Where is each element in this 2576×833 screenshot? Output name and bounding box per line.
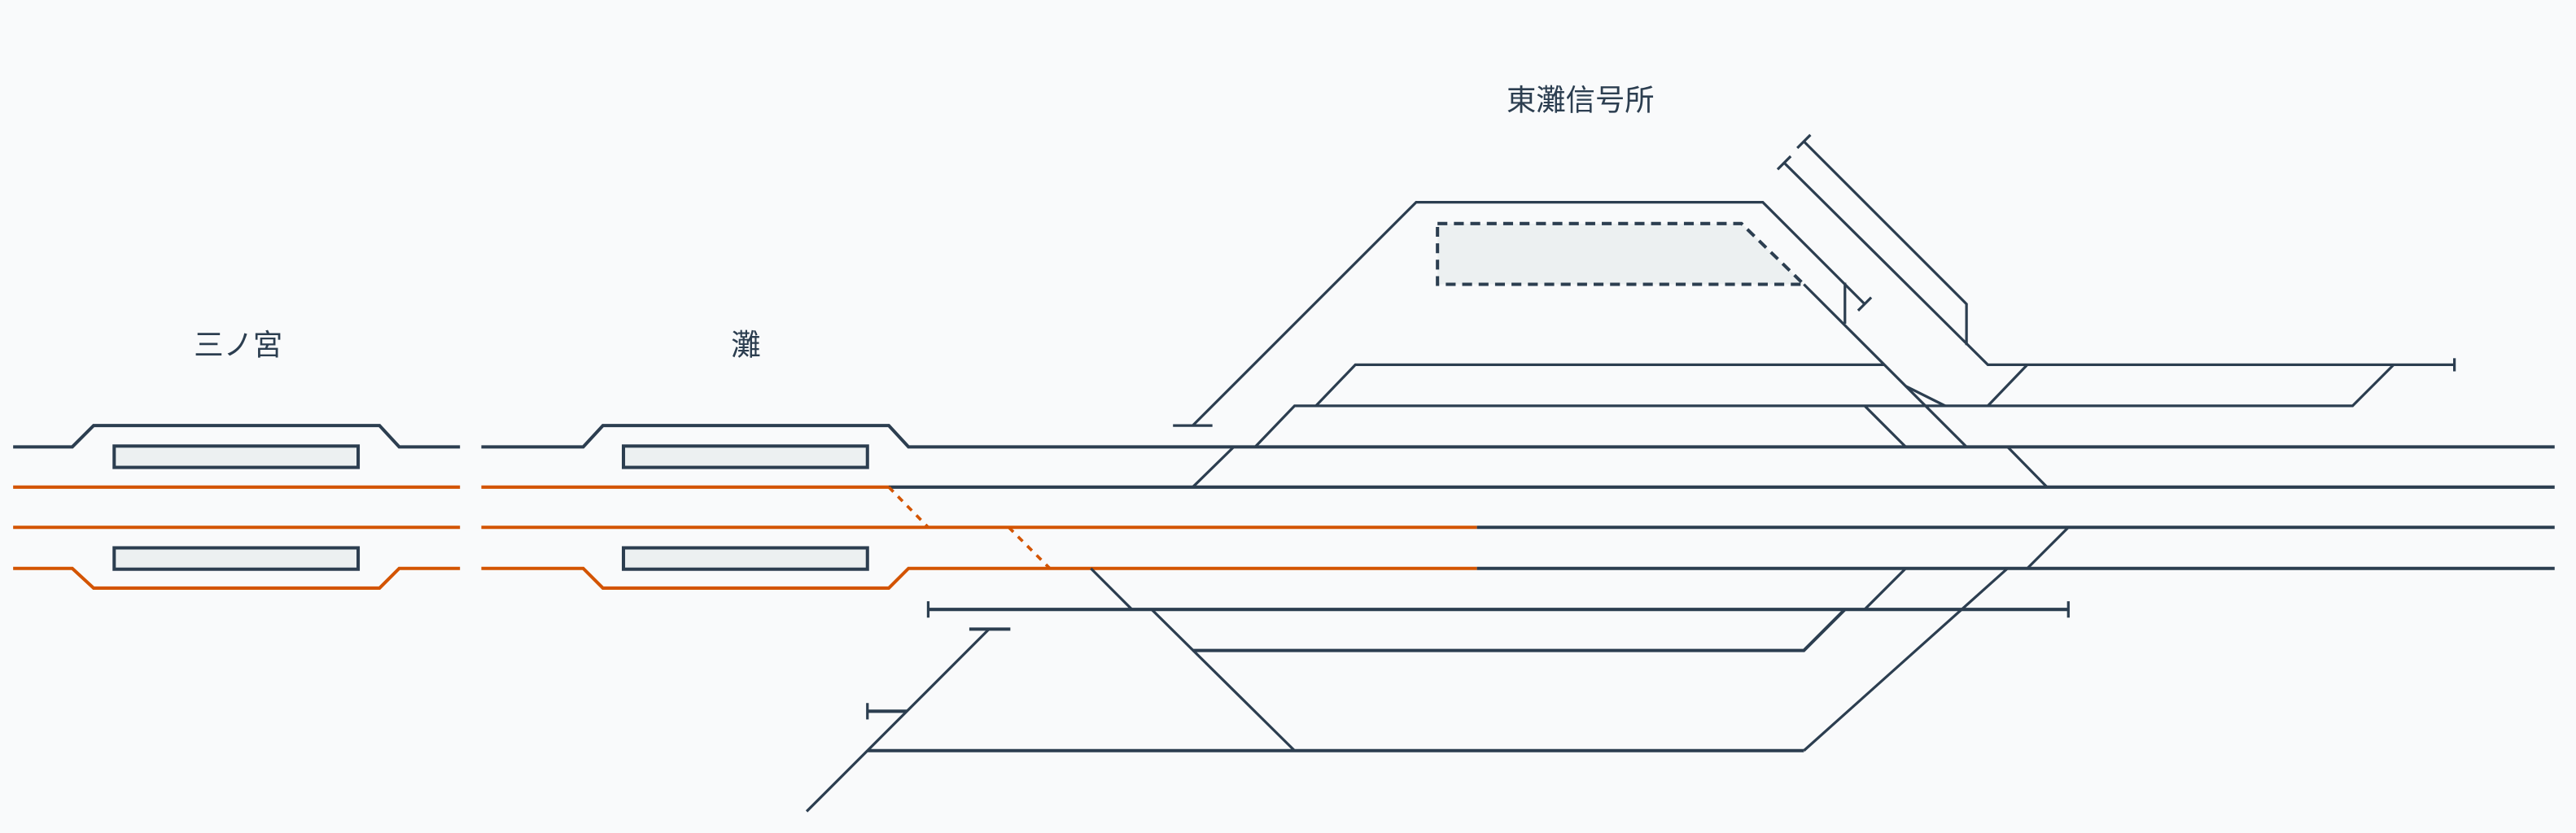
track-branch-c bbox=[1782, 161, 2455, 367]
crossover-dashed-2 bbox=[1008, 526, 1052, 569]
crossover-346-321 bbox=[2026, 526, 2070, 569]
buffer-stop-icon bbox=[1776, 155, 1792, 171]
crossover-247-272 bbox=[1863, 404, 1907, 448]
crossover-dashed-1 bbox=[887, 486, 929, 529]
platform-planned-dashed bbox=[1436, 221, 1808, 286]
sannomiya-station bbox=[13, 424, 461, 590]
track-siding-247 bbox=[1253, 364, 2395, 448]
station-label-higashinada: 東灘信号所 bbox=[1507, 83, 1655, 118]
track-diagonal-lower-west bbox=[1150, 608, 1296, 752]
track-short-link bbox=[1905, 385, 1946, 408]
crossover-272-296-west bbox=[1192, 446, 1236, 488]
crossover-272-296-east bbox=[2006, 446, 2049, 488]
buffer-stop-icon bbox=[1857, 296, 1873, 312]
track-main-line1 bbox=[481, 424, 2555, 449]
track-diagonal-b bbox=[1803, 283, 1968, 448]
track-upper-loop bbox=[1173, 200, 1866, 427]
crossover-371-346-a bbox=[1863, 567, 1907, 611]
track-siding-222 bbox=[1314, 363, 1885, 407]
track-sannomiya-line1 bbox=[13, 424, 461, 449]
station-label-sannomiya: 三ノ宮 bbox=[194, 327, 282, 362]
platform-nada-north bbox=[622, 444, 869, 469]
higashinada-lower-yard bbox=[805, 526, 2070, 813]
station-label-nada: 灘 bbox=[731, 327, 760, 362]
nada-station bbox=[481, 424, 2555, 590]
buffer-stop-icon bbox=[926, 601, 2070, 618]
track-branch-southwest bbox=[805, 628, 991, 813]
track-siding-396 bbox=[1192, 608, 1847, 652]
track-branch-d bbox=[1803, 140, 1968, 346]
higashinada-upper-yard bbox=[1173, 133, 2456, 488]
platform-sannomiya-north bbox=[112, 444, 361, 469]
crossover-346-371-west bbox=[1090, 567, 1133, 611]
track-main-line4-highlight bbox=[481, 566, 1477, 590]
track-diagonal-lower-east bbox=[1803, 567, 2009, 752]
platform-sannomiya-south bbox=[112, 546, 361, 571]
track-sannomiya-line4 bbox=[13, 566, 461, 590]
platform-nada-south bbox=[622, 546, 869, 571]
crossover-222-247 bbox=[1987, 364, 2028, 407]
buffer-stop-icon bbox=[1796, 133, 1812, 150]
